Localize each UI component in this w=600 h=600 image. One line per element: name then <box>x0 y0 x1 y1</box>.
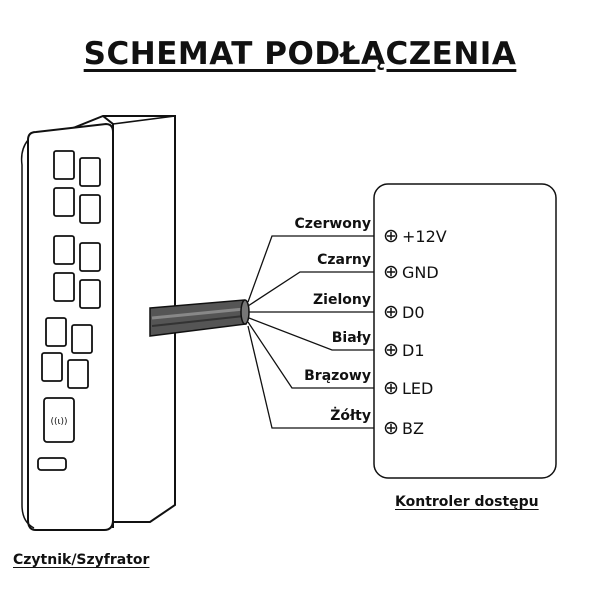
wire-label-red: Czerwony <box>295 216 371 232</box>
terminal-label-12v: +12V <box>402 227 447 246</box>
terminal-screw-icon <box>384 421 398 435</box>
terminal-screw-icon <box>384 381 398 395</box>
terminal-screw-icon <box>384 265 398 279</box>
rfid-icon: ((ι)) <box>50 417 67 427</box>
wire-lines <box>247 235 388 429</box>
terminal-screw-icon <box>384 229 398 243</box>
controller-box <box>373 183 557 479</box>
diagram-title: SCHEMAT PODŁĄCZENIA <box>83 36 517 72</box>
terminal-label-d0: D0 <box>402 303 425 322</box>
led-slot <box>37 457 67 471</box>
controller-caption: Kontroler dostępu <box>395 494 539 510</box>
terminal-screw-icon <box>384 343 398 357</box>
terminal-label-led: LED <box>402 379 433 398</box>
terminals <box>384 229 398 435</box>
wire-labels: Czerwony Czarny Zielony Biały Brązowy Żó… <box>295 216 371 424</box>
terminal-screw-icon <box>384 305 398 319</box>
card-reader-area <box>43 397 75 443</box>
terminal-labels: +12V GND D0 D1 LED BZ <box>402 227 447 438</box>
wire-label-green: Zielony <box>313 292 371 308</box>
keypad <box>41 150 101 389</box>
reader-caption: Czytnik/Szyfrator <box>13 552 150 568</box>
terminal-label-bz: BZ <box>402 419 424 438</box>
terminal-label-d1: D1 <box>402 341 425 360</box>
wire-label-brown: Brązowy <box>304 368 371 384</box>
cable <box>149 299 250 337</box>
wire-label-black: Czarny <box>317 252 371 268</box>
wire-label-white: Biały <box>332 330 371 346</box>
reader-device: ((ι)) <box>20 115 176 531</box>
terminal-label-gnd: GND <box>402 263 439 282</box>
wire-label-yellow: Żółty <box>330 407 371 424</box>
